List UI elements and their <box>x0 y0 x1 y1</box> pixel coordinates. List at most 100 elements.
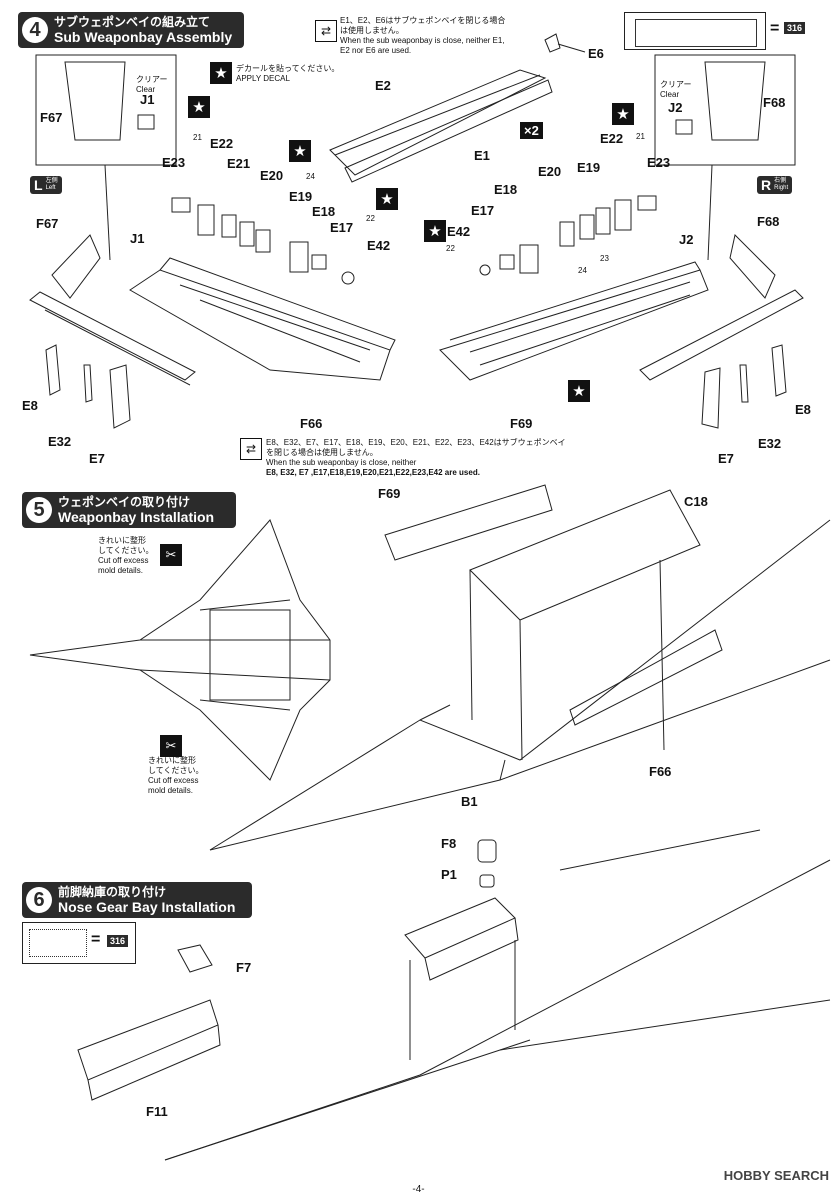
part-label: E42 <box>447 224 471 239</box>
decal-star-icon: ★ <box>568 380 590 402</box>
part-label: E20 <box>538 164 562 179</box>
part-label: E18 <box>312 204 336 219</box>
watermark: HOBBY SEARCH <box>723 1168 829 1183</box>
part-label: E23 <box>647 155 671 170</box>
part-label: E2 <box>375 78 391 93</box>
part-label: J2 <box>668 100 683 115</box>
part-label: E1 <box>474 148 490 163</box>
aircraft-plan-view <box>29 519 331 781</box>
step-4-title-jp: サブウェポンベイの組み立て <box>54 14 211 29</box>
paint-swatch <box>29 929 87 957</box>
part-label: F11 <box>146 1104 168 1119</box>
part-label: E42 <box>367 238 391 253</box>
knife-icon: ✂ <box>160 735 182 757</box>
paint-equals: = <box>770 20 780 37</box>
part-label: E19 <box>577 160 601 175</box>
step-5-header: 5 ウェポンベイの取り付け Weaponbay Installation <box>22 492 236 528</box>
part-label: C18 <box>684 494 708 509</box>
step-4-title-en: Sub Weaponbay Assembly <box>54 28 233 45</box>
decal-star-icon: ★ <box>289 140 311 162</box>
part-label: E19 <box>289 189 313 204</box>
step-6-number: 6 <box>22 882 56 918</box>
step-6-title-jp: 前脚納庫の取り付け <box>58 884 167 899</box>
swap-icon: ⇄ <box>315 20 337 42</box>
part-label: F69 <box>378 486 401 501</box>
step-5-title-en: Weaponbay Installation <box>58 508 215 525</box>
part-label: J2 <box>679 232 694 247</box>
decal-star-icon: ★ <box>376 188 398 210</box>
part-c18-bay <box>469 489 701 621</box>
part-label: J1 <box>140 92 155 107</box>
part-label: E8 <box>22 398 38 413</box>
paint-ref-chip: 316 <box>107 935 129 947</box>
part-f68-panel <box>729 233 776 299</box>
part-f69-panel <box>384 484 553 561</box>
part-label: F8 <box>441 836 457 851</box>
paint-swatch <box>635 19 757 47</box>
part-e1-e2-rail <box>329 69 553 183</box>
part-f11-box <box>77 999 219 1081</box>
decal-number: 23 <box>600 254 609 263</box>
step-5-title-jp: ウェポンベイの取り付け <box>58 494 191 509</box>
part-label: E7 <box>718 451 734 466</box>
part-label: E17 <box>471 203 495 218</box>
part-f66-tray <box>129 257 396 381</box>
part-label: F68 <box>763 95 786 110</box>
part-label: E22 <box>210 136 234 151</box>
part-label: B1 <box>461 794 478 809</box>
step-6-title-en: Nose Gear Bay Installation <box>58 898 236 915</box>
decal-number: 22 <box>366 214 375 223</box>
part-f67-panel <box>51 234 101 299</box>
part-label: E18 <box>494 182 518 197</box>
part-label: P1 <box>441 867 457 882</box>
part-label: E22 <box>600 131 624 146</box>
part-label: E32 <box>758 436 782 451</box>
part-f66-panel <box>569 629 723 726</box>
step-6-header: 6 前脚納庫の取り付け Nose Gear Bay Installation <box>22 882 252 918</box>
part-label: E7 <box>89 451 105 466</box>
top-note: E1、E2、E6はサブウェポンベイを閉じる場合は使用しません。 When the… <box>340 16 506 55</box>
part-f69-tray <box>439 261 709 381</box>
page-number: -4- <box>412 1184 425 1195</box>
part-label: E20 <box>260 168 284 183</box>
step-4-number: 4 <box>18 12 52 48</box>
paint-equals: = <box>91 931 101 948</box>
decal-star-icon: ★ <box>188 96 210 118</box>
part-label: F66 <box>649 764 672 779</box>
decal-number: 21 <box>193 133 202 142</box>
part-e6 <box>544 33 561 53</box>
decal-number: 22 <box>446 244 455 253</box>
decal-star-icon: ★ <box>424 220 446 242</box>
decal-number: 24 <box>578 266 587 275</box>
part-label: F66 <box>300 416 323 431</box>
fuselage-b1 <box>209 519 831 851</box>
part-label: E17 <box>330 220 354 235</box>
multiplier-badge: ×2 <box>520 122 543 139</box>
nose-fuselage <box>164 829 831 1161</box>
step-4-header: 4 サブウェポンベイの組み立て Sub Weaponbay Assembly <box>18 12 244 48</box>
part-label: F67 <box>36 216 59 231</box>
knife-icon: ✂ <box>160 544 182 566</box>
part-label: F7 <box>236 960 252 975</box>
decal-note: デカールを貼ってください。 APPLY DECAL <box>236 64 340 83</box>
decal-star-icon: ★ <box>210 62 232 84</box>
decal-star-icon: ★ <box>612 103 634 125</box>
swap-icon: ⇄ <box>240 438 262 460</box>
part-label: E8 <box>795 402 811 417</box>
part-label: J1 <box>130 231 145 246</box>
decal-number: 21 <box>636 132 645 141</box>
part-label: E23 <box>162 155 186 170</box>
bottom-note: E8、E32、E7、E17、E18、E19、E20、E21、E22、E23、E4… <box>266 438 566 477</box>
part-label: E21 <box>227 156 251 171</box>
decal-number: 24 <box>306 172 315 181</box>
part-f7 <box>177 944 213 973</box>
part-label: F67 <box>40 110 63 125</box>
step-5-number: 5 <box>22 492 56 528</box>
